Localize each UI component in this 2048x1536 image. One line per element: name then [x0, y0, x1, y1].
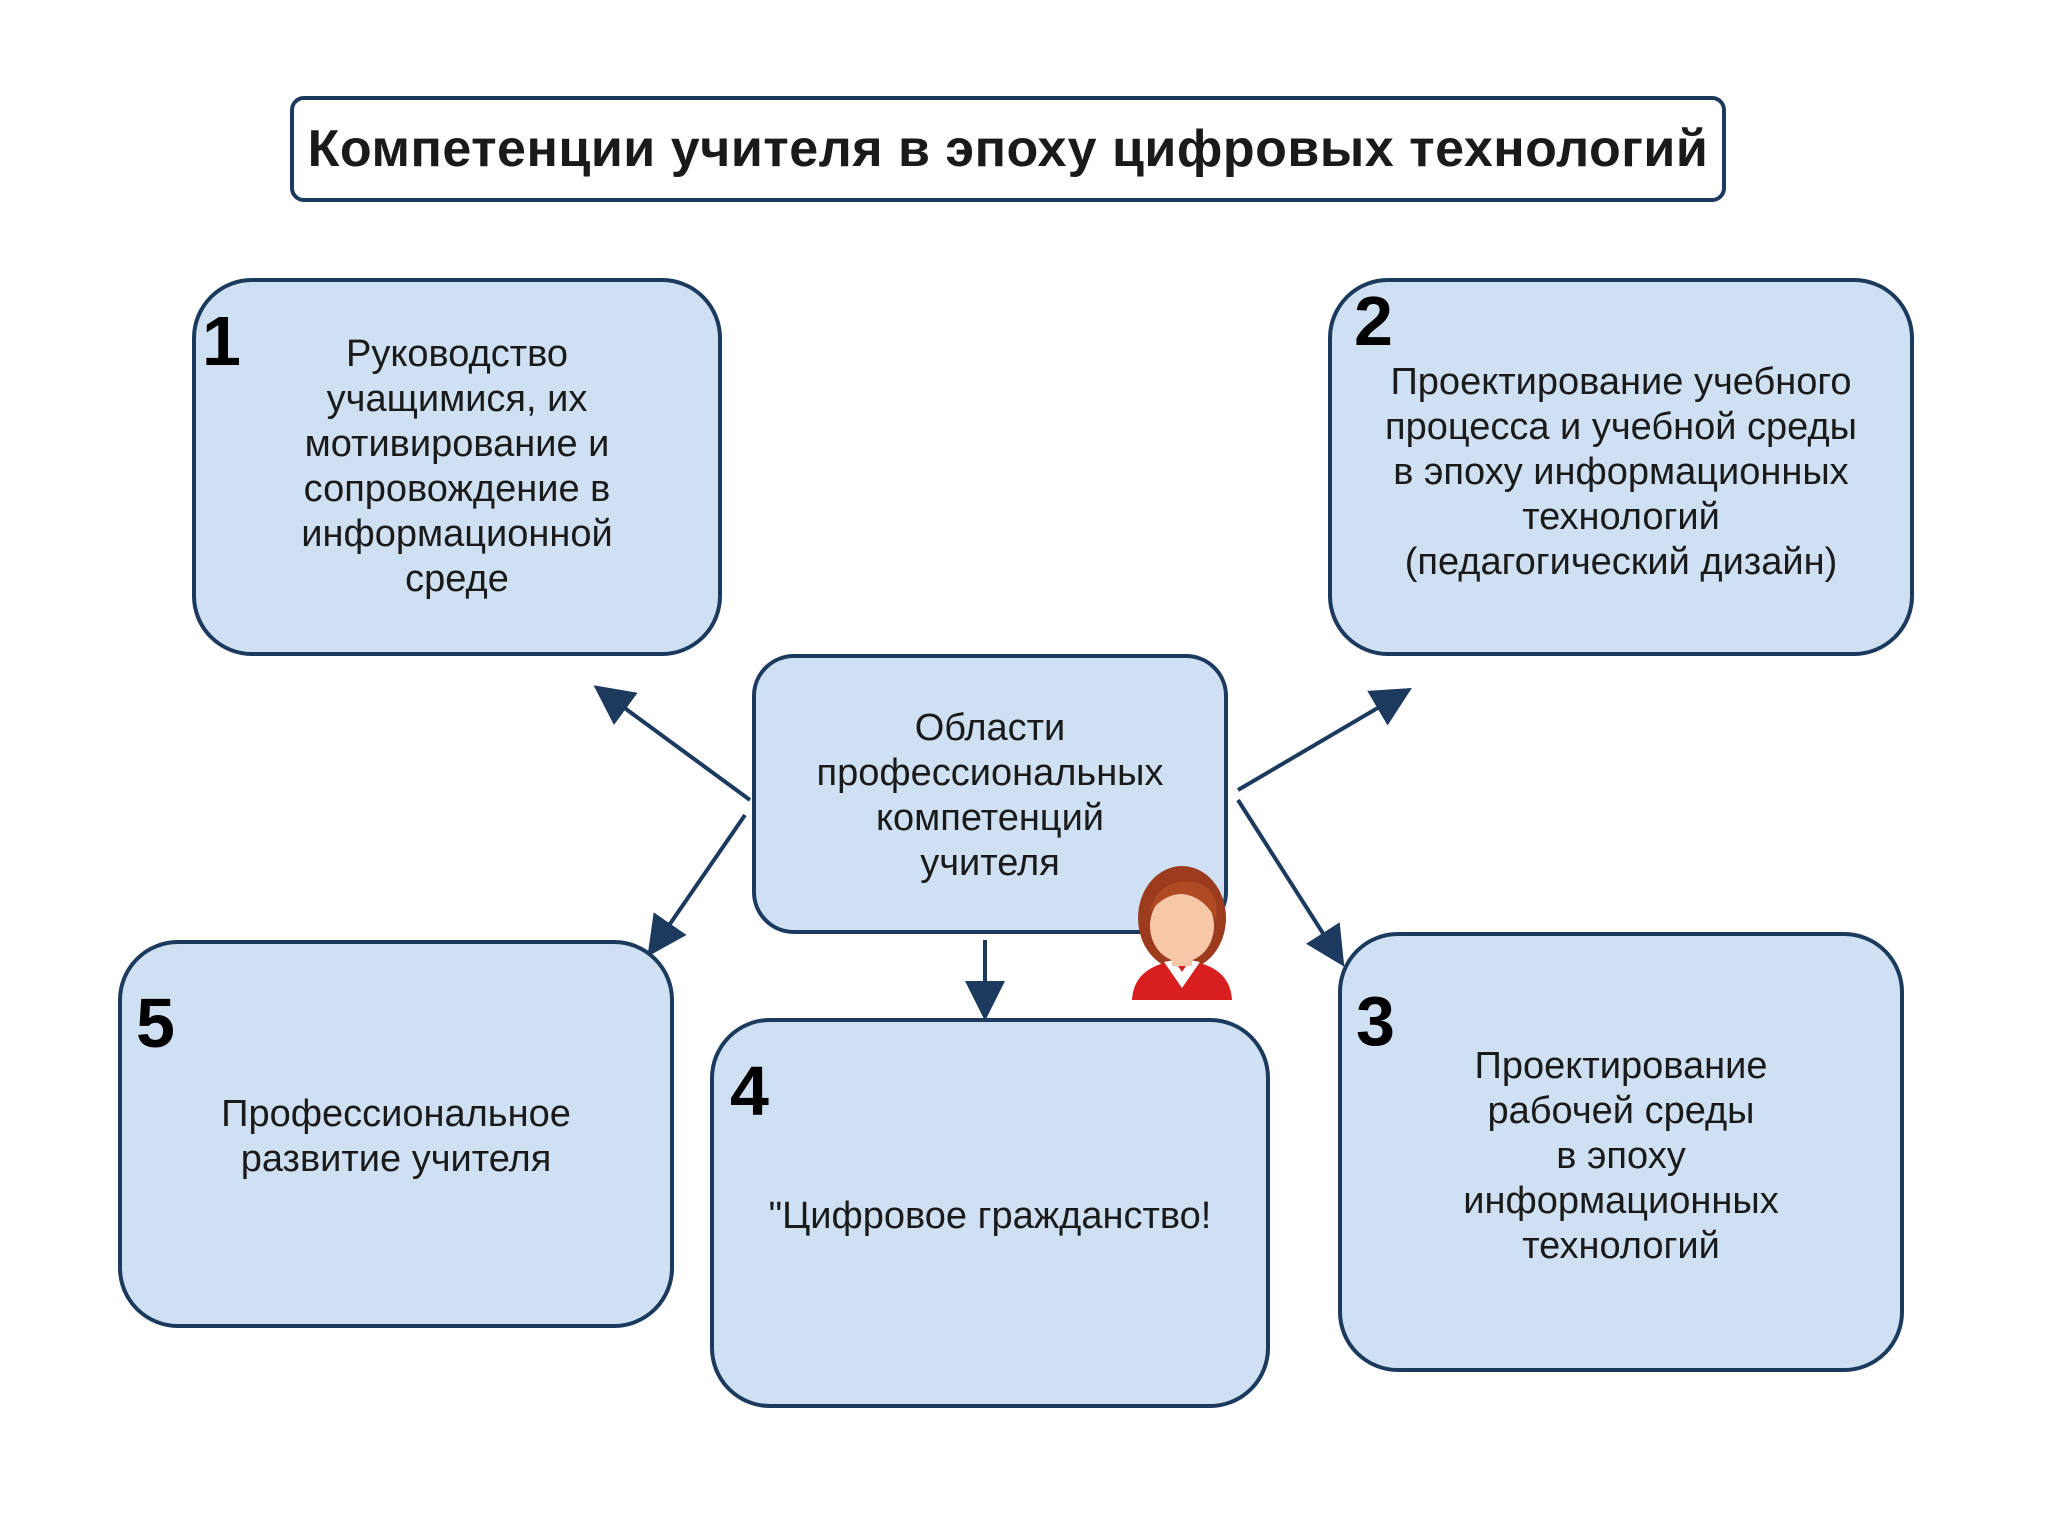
- node-5: 5 Профессиональное развитие учителя: [118, 940, 674, 1328]
- teacher-woman-icon: [1132, 866, 1232, 1000]
- arrow-to-node-2: [1236, 687, 1412, 792]
- diagram-title: Компетенции учителя в эпоху цифровых тех…: [307, 120, 1709, 178]
- node-3-text: Проектирование рабочей среды в эпоху инф…: [1463, 1045, 1779, 1267]
- node-center: Области профессиональных компетенций учи…: [752, 654, 1228, 934]
- center-text: Области профессиональных компетенций учи…: [816, 707, 1164, 884]
- node-1-text: Руководство учащимися, их мотивирование …: [301, 333, 613, 600]
- node-5-number: 5: [136, 984, 175, 1062]
- node-2-text: Проектирование учебного процесса и учебн…: [1385, 361, 1857, 583]
- node-5-text: Профессиональное развитие учителя: [221, 1093, 571, 1180]
- node-2-number: 2: [1354, 282, 1393, 360]
- node-4-number: 4: [730, 1052, 769, 1130]
- title-box: Компетенции учителя в эпоху цифровых тех…: [290, 96, 1726, 202]
- arrow-to-node-3: [1236, 798, 1345, 967]
- node-2: 2 Проектирование учебного процесса и уче…: [1328, 278, 1914, 656]
- node-1-number: 1: [202, 302, 241, 380]
- node-4-text: "Цифровое гражданство!: [768, 1195, 1212, 1237]
- node-3-number: 3: [1356, 982, 1395, 1060]
- arrow-to-node-5: [647, 813, 747, 957]
- arrow-to-node-1: [593, 685, 752, 802]
- node-1: 1 Руководство учащимися, их мотивировани…: [192, 278, 722, 656]
- node-3: 3 Проектирование рабочей среды в эпоху и…: [1338, 932, 1904, 1372]
- node-4: 4 "Цифровое гражданство!: [710, 1018, 1270, 1408]
